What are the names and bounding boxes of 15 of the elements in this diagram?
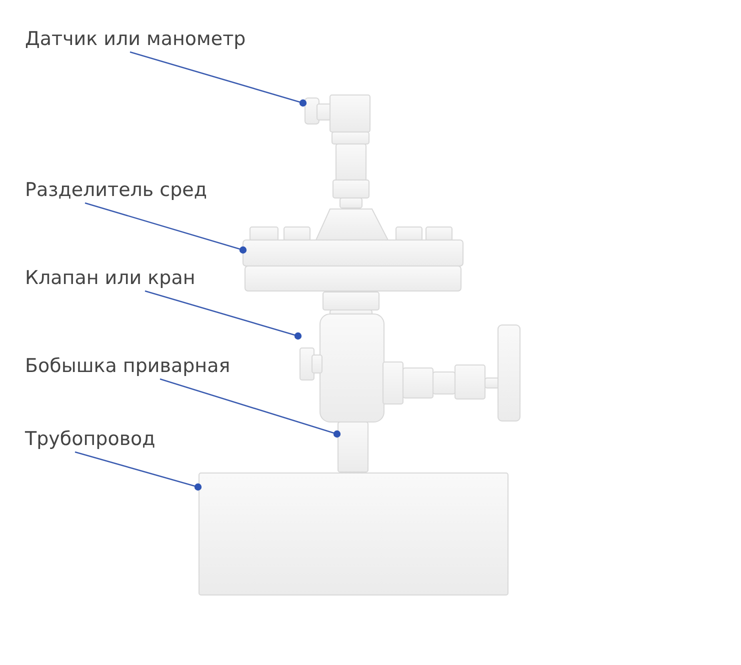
leader-line (160, 378, 341, 438)
leader-line (144, 290, 302, 340)
callout-label: Датчик или манометр (25, 26, 246, 52)
diaphragm-seal-drawing (243, 208, 464, 292)
pressure-sensor-drawing (303, 93, 372, 208)
callout-label: Разделитель сред (25, 177, 207, 203)
weld-boss-drawing (337, 422, 369, 472)
pipe-drawing (198, 472, 509, 596)
valve-drawing (298, 292, 522, 422)
callout-label: Трубопровод (25, 426, 156, 452)
leader-line (130, 51, 307, 107)
callout-label: Клапан или кран (25, 265, 196, 291)
callout-label: Бобышка приварная (25, 353, 230, 379)
leader-line (74, 451, 202, 491)
leader-line (84, 202, 247, 254)
